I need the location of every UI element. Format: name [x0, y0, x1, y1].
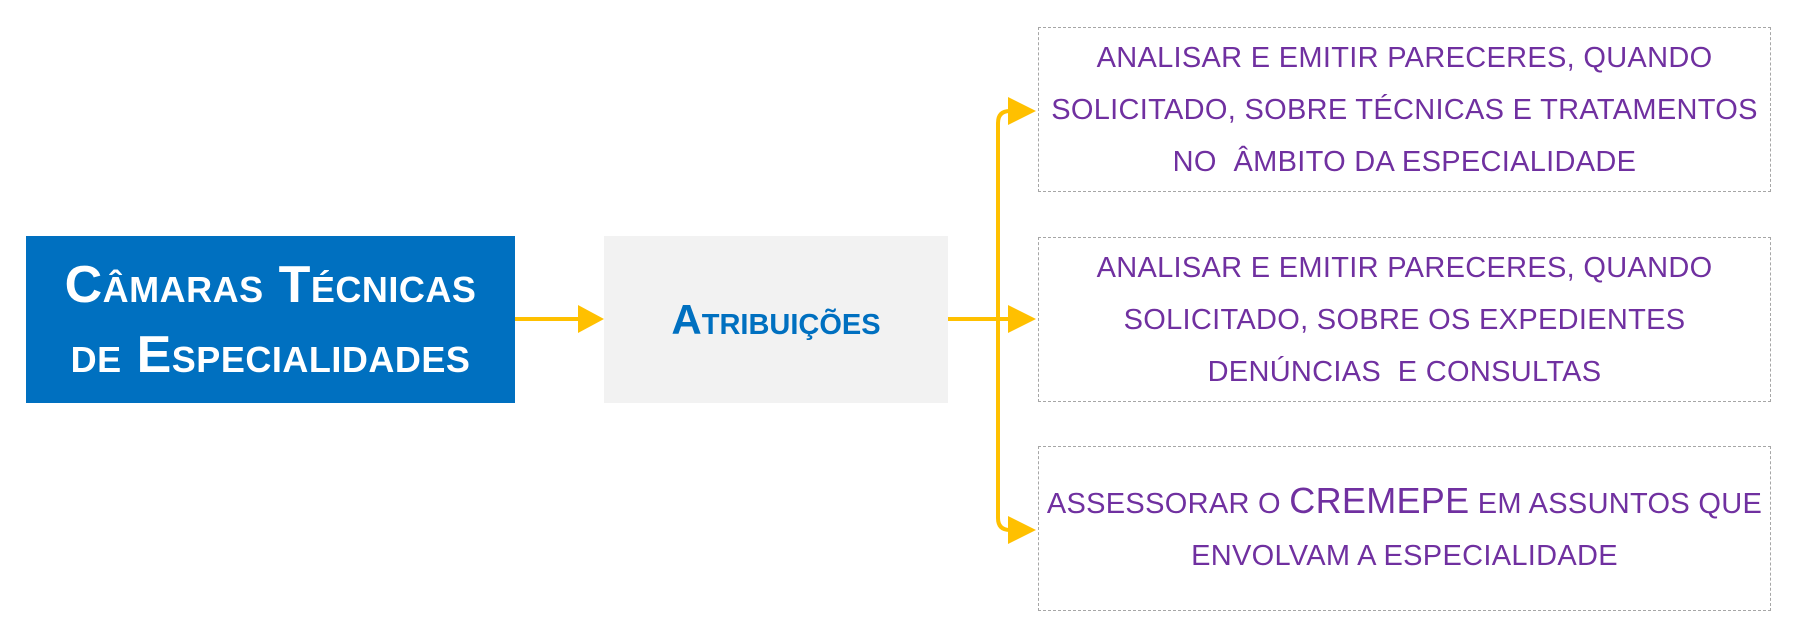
leaf-3-text-after: EM ASSUNTOS QUE	[1469, 488, 1763, 520]
leaf-3-text-before: ASSESSORAR O	[1046, 488, 1290, 520]
leaf-3-line-2: ENVOLVAM A ESPECIALIDADE	[1191, 540, 1618, 572]
leaf-2-line-3: DENÚNCIAS E CONSULTAS	[1207, 355, 1602, 388]
leaf-1-line-2: SOLICITADO, SOBRE TÉCNICAS E TRATAMENTOS	[1051, 93, 1758, 126]
arrow-head-leaf-2	[1008, 305, 1036, 333]
root-title-line-1: Câmaras Técnicas	[64, 255, 477, 314]
arrow-head-leaf-3	[1008, 516, 1036, 544]
root-title-line-2: de Especialidades	[70, 325, 471, 384]
leaf-node-1: ANALISAR E EMITIR PARECERES, QUANDO SOLI…	[1038, 27, 1771, 192]
branch-trunk	[996, 109, 1011, 532]
leaf-1-line-3: NO ÂMBITO DA ESPECIALIDADE	[1172, 145, 1637, 178]
arrow-head-leaf-1	[1008, 97, 1036, 125]
leaf-node-3: ASSESSORAR O CREMEPE EM ASSUNTOS QUE ENV…	[1038, 446, 1771, 611]
leaf-node-2: ANALISAR E EMITIR PARECERES, QUANDO SOLI…	[1038, 237, 1771, 402]
middle-label: Atribuições	[671, 295, 881, 343]
leaf-1-line-1: ANALISAR E EMITIR PARECERES, QUANDO	[1096, 41, 1713, 74]
leaf-3-emphasis-cremepe: CREMEPE	[1289, 480, 1470, 521]
root-node: Câmaras Técnicas de Especialidades	[26, 236, 515, 403]
leaf-3-line-1: ASSESSORAR O CREMEPE EM ASSUNTOS QUE	[1047, 475, 1762, 530]
leaf-2-line-1: ANALISAR E EMITIR PARECERES, QUANDO	[1096, 251, 1713, 284]
middle-node: Atribuições	[604, 236, 948, 403]
arrow-head-middle	[578, 305, 604, 333]
leaf-2-line-2: SOLICITADO, SOBRE OS EXPEDIENTES	[1123, 303, 1686, 336]
